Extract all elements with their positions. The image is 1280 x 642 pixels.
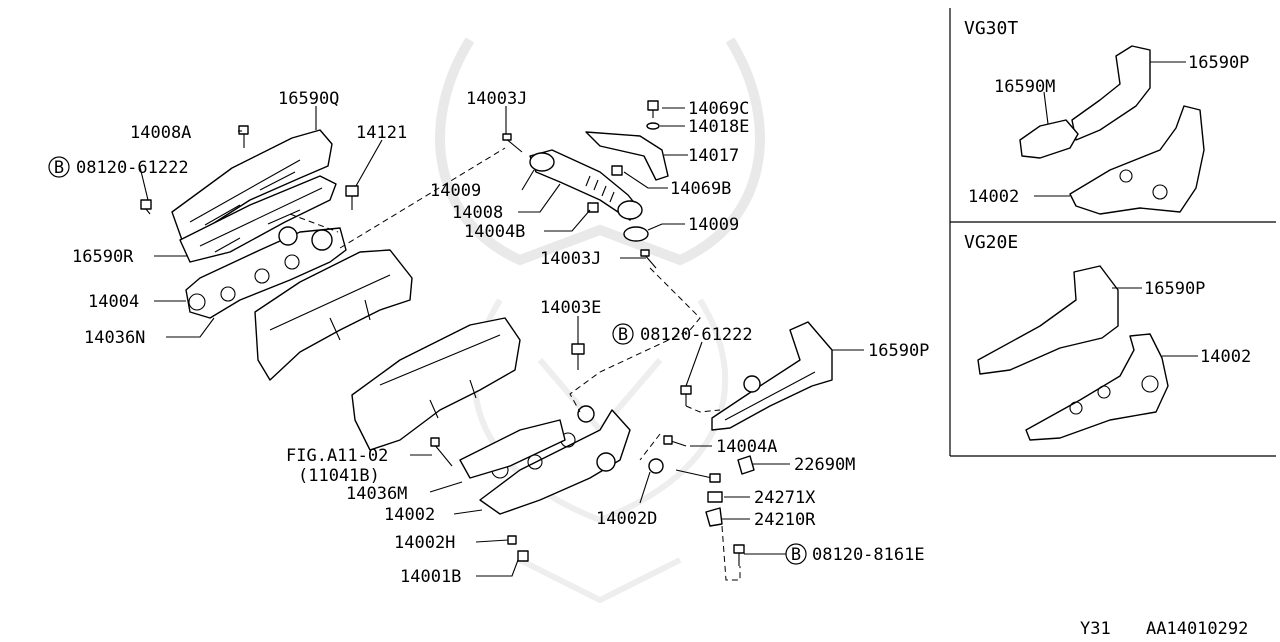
callout-14004A[interactable]: 14004A xyxy=(716,437,777,457)
nut-14002D xyxy=(648,458,664,474)
callout-labels: 16590Q 14008A 14121 08120-61222 16590R 1… xyxy=(72,89,929,587)
bolt-marker-bottom: B xyxy=(785,543,807,565)
callout-vg30t-16590P[interactable]: 16590P xyxy=(1188,53,1249,73)
stud-fig-a11-02 xyxy=(430,437,453,467)
footer-diagram-id: AA14010292 xyxy=(1146,619,1248,638)
assembly-lines xyxy=(289,147,741,581)
callout-14004B[interactable]: 14004B xyxy=(464,222,525,242)
callout-16590P[interactable]: 16590P xyxy=(868,341,929,361)
inset-vg20e: VG20E 16590P 14002 xyxy=(964,232,1251,441)
callout-14002D[interactable]: 14002D xyxy=(596,509,657,529)
nut-14004B xyxy=(587,202,599,213)
exhaust-manifold-14004 xyxy=(185,226,347,319)
callout-22690M[interactable]: 22690M xyxy=(794,455,855,475)
nut-14001B xyxy=(517,550,529,562)
bolt-marker-mid: B xyxy=(612,323,634,345)
bolt-08120-8161E xyxy=(733,544,745,566)
stud-14004A xyxy=(663,435,687,447)
callout-08120-61222-mid[interactable]: 08120-61222 xyxy=(640,325,753,345)
callout-14004[interactable]: 14004 xyxy=(88,292,139,312)
callout-14069C[interactable]: 14069C xyxy=(688,99,749,119)
bolt-marker-letter: B xyxy=(791,545,801,565)
stud-14003E xyxy=(571,343,585,370)
callout-14003J-bottom[interactable]: 14003J xyxy=(540,249,601,269)
callout-14018E[interactable]: 14018E xyxy=(688,117,749,137)
callout-fig-a11-02[interactable]: FIG.A11-02 xyxy=(286,446,388,466)
callout-14002[interactable]: 14002 xyxy=(384,505,435,525)
stud-14002H xyxy=(507,535,517,545)
callout-14069B[interactable]: 14069B xyxy=(670,179,731,199)
bolt-marker-top: B xyxy=(48,156,70,178)
bolt-08120-61222-top xyxy=(140,199,152,215)
cylinder-head-right xyxy=(351,317,521,451)
callout-vg20e-16590P[interactable]: 16590P xyxy=(1144,279,1205,299)
bolt-08120-61222-mid xyxy=(680,385,692,406)
inset-title-vg20e: VG20E xyxy=(964,232,1018,253)
bolt-marker-letter: B xyxy=(618,325,628,345)
leader-lines xyxy=(139,106,864,577)
stud-14003J-top xyxy=(502,133,523,153)
inset-vg30t: VG30T 16590P 16590M 14002 xyxy=(964,18,1249,215)
washer-14018E xyxy=(646,122,660,130)
callout-vg30t-14002[interactable]: 14002 xyxy=(968,187,1019,207)
callout-14121[interactable]: 14121 xyxy=(356,123,407,143)
callout-vg20e-14002[interactable]: 14002 xyxy=(1200,347,1251,367)
callout-vg30t-16590M[interactable]: 16590M xyxy=(994,77,1055,97)
heat-shield-16590P xyxy=(711,321,833,431)
bolt-14008A xyxy=(238,125,249,148)
callout-14036M[interactable]: 14036M xyxy=(346,484,407,504)
callout-14017[interactable]: 14017 xyxy=(688,146,739,166)
bracket-24210R xyxy=(705,507,723,527)
clip-24271X xyxy=(707,491,723,503)
callout-08120-8161E[interactable]: 08120-8161E xyxy=(812,545,925,565)
stud-14003J-bottom xyxy=(640,249,657,269)
sensor-22690M xyxy=(675,455,755,483)
callout-16590Q[interactable]: 16590Q xyxy=(278,89,339,109)
exhaust-manifold-14002 xyxy=(479,405,631,515)
callout-14003E[interactable]: 14003E xyxy=(540,298,601,318)
cylinder-head-left xyxy=(254,249,413,381)
nut-14069B xyxy=(611,165,623,176)
callout-08120-61222-top[interactable]: 08120-61222 xyxy=(76,158,189,178)
footer: Y31 AA14010292 xyxy=(1080,619,1248,639)
callout-11041B[interactable]: (11041B) xyxy=(298,466,380,486)
callout-14003J-top[interactable]: 14003J xyxy=(466,89,527,109)
callout-24271X[interactable]: 24271X xyxy=(754,488,816,508)
stud-14121 xyxy=(345,185,359,210)
bolt-14069C xyxy=(647,100,659,118)
callout-14002H[interactable]: 14002H xyxy=(394,533,455,553)
footer-code: Y31 xyxy=(1080,619,1111,638)
callout-14009-right[interactable]: 14009 xyxy=(688,215,739,235)
heat-shield-16590R xyxy=(179,175,337,263)
inset-frame xyxy=(949,8,1276,457)
callout-14009-left[interactable]: 14009 xyxy=(430,181,481,201)
bracket-14017 xyxy=(585,131,669,181)
inset-title-vg30t: VG30T xyxy=(964,18,1018,39)
callout-14008A[interactable]: 14008A xyxy=(130,123,191,143)
bolt-marker-letter: B xyxy=(54,158,64,178)
callout-14036N[interactable]: 14036N xyxy=(84,328,145,348)
gasket-14009-right xyxy=(623,226,649,242)
callout-14008[interactable]: 14008 xyxy=(452,203,503,223)
callout-16590R[interactable]: 16590R xyxy=(72,247,134,267)
callout-14001B[interactable]: 14001B xyxy=(400,567,461,587)
crossover-pipe-14008 xyxy=(529,149,643,221)
gasket-14036M xyxy=(459,419,566,479)
callout-24210R[interactable]: 24210R xyxy=(754,510,816,530)
